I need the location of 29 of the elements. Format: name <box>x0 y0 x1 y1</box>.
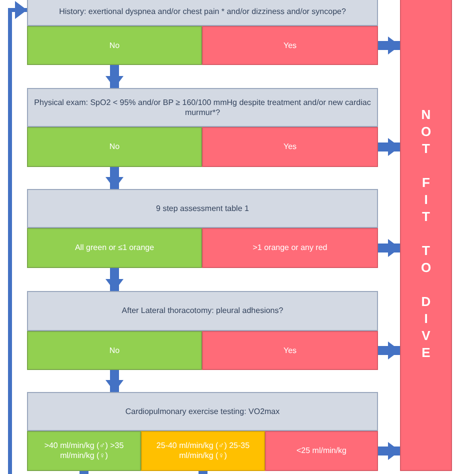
answer-box: No <box>27 26 202 65</box>
question-box: After Lateral thoracotomy: pleural adhesions? <box>27 291 378 331</box>
arrow <box>378 239 400 257</box>
arrow <box>378 138 400 156</box>
answer-box: >1 orange or any red <box>202 228 378 268</box>
question-box: Physical exam: SpO2 < 95% and/or BP ≥ 160/100 mmHg despite treatment and/or new cardiac murmur*? <box>27 88 378 127</box>
answer-box: Yes <box>202 26 378 65</box>
arrow <box>106 370 124 392</box>
answer-box: 25-40 ml/min/kg (♂) 25-35 ml/min/kg (♀) <box>141 431 265 471</box>
answer-box: <25 ml/min/kg <box>265 431 378 471</box>
connector-line <box>80 471 88 474</box>
arrow <box>378 342 400 360</box>
answer-box: No <box>27 127 202 167</box>
answer-box: Yes <box>202 331 378 370</box>
answer-box: Yes <box>202 127 378 167</box>
arrow <box>106 268 124 291</box>
answer-box: All green or ≤1 orange <box>27 228 202 268</box>
question-box: 9 step assessment table 1 <box>27 189 378 228</box>
answer-box: No <box>27 331 202 370</box>
answer-box: >40 ml/min/kg (♂) >35 ml/min/kg (♀) <box>27 431 141 471</box>
arrow <box>106 65 124 88</box>
arrow <box>8 1 27 474</box>
arrow <box>106 167 124 189</box>
arrow <box>378 442 400 460</box>
verdict-box: NOT FIT TO DIVE <box>400 0 452 471</box>
question-box: Cardiopulmonary exercise testing: VO2max <box>27 392 378 431</box>
arrow <box>378 36 400 54</box>
question-box: History: exertional dyspnea and/or chest pain * and/or dizziness and/or syncope? <box>27 0 378 26</box>
connector-line <box>198 471 208 474</box>
